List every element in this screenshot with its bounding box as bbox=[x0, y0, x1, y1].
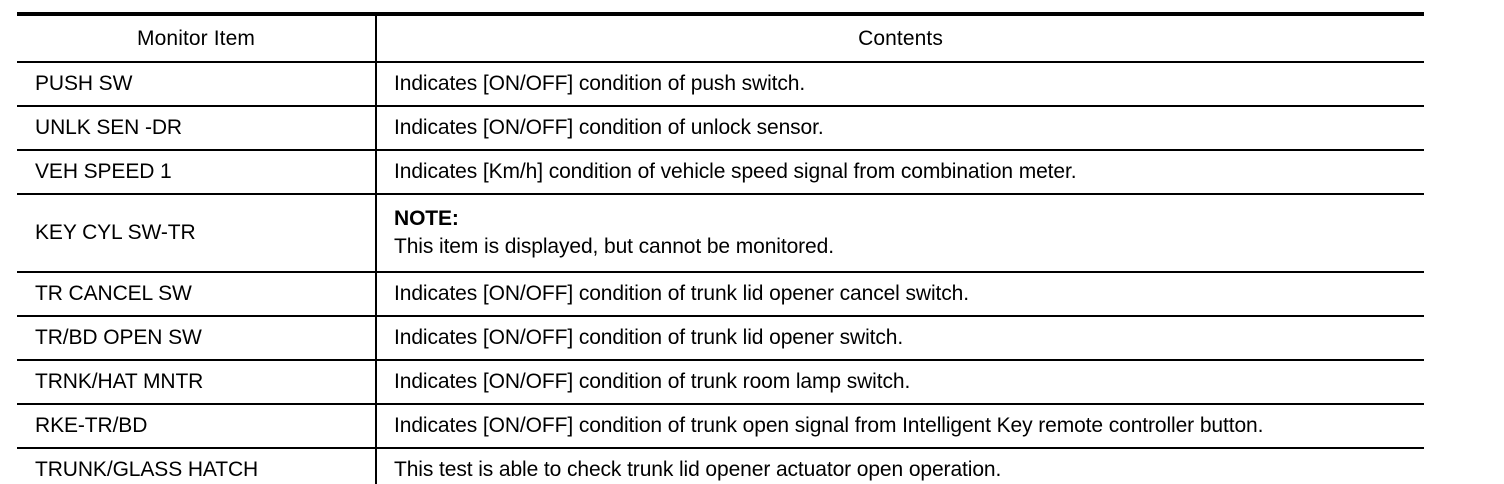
monitor-item-label: TR CANCEL SW bbox=[35, 282, 192, 305]
column-header-monitor-item: Monitor Item bbox=[17, 14, 377, 63]
monitor-item-label: PUSH SW bbox=[35, 72, 133, 95]
column-header-contents-label: Contents bbox=[858, 26, 943, 50]
note-text: This item is displayed, but cannot be mo… bbox=[394, 235, 834, 258]
contents-text: Indicates [ON/OFF] condition of trunk li… bbox=[394, 326, 904, 349]
note-block: NOTE: This item is displayed, but cannot… bbox=[394, 205, 1424, 260]
table-row: TRNK/HAT MNTR Indicates [ON/OFF] conditi… bbox=[17, 360, 1424, 405]
monitor-item-label: KEY CYL SW-TR bbox=[35, 221, 196, 244]
cell-contents: Indicates [ON/OFF] condition of trunk ro… bbox=[376, 360, 1424, 405]
contents-text: This test is able to check trunk lid ope… bbox=[394, 458, 1002, 481]
cell-monitor-item: KEY CYL SW-TR bbox=[17, 194, 377, 273]
cell-contents: Indicates [ON/OFF] condition of trunk op… bbox=[376, 404, 1424, 449]
monitor-item-label: TRNK/HAT MNTR bbox=[35, 370, 204, 393]
contents-text: Indicates [ON/OFF] condition of unlock s… bbox=[394, 116, 824, 139]
contents-text: Indicates [ON/OFF] condition of trunk ro… bbox=[394, 370, 911, 393]
column-header-contents: Contents bbox=[376, 14, 1424, 63]
monitor-item-label: VEH SPEED 1 bbox=[35, 160, 172, 183]
monitor-item-label: RKE-TR/BD bbox=[35, 414, 148, 437]
monitor-item-table-container: Monitor Item Contents PUSH SW Indicates … bbox=[17, 12, 1424, 484]
table-row: TR/BD OPEN SW Indicates [ON/OFF] conditi… bbox=[17, 316, 1424, 361]
cell-contents: Indicates [Km/h] condition of vehicle sp… bbox=[376, 150, 1424, 195]
contents-text: Indicates [Km/h] condition of vehicle sp… bbox=[394, 160, 1077, 183]
table-row: KEY CYL SW-TR NOTE: This item is display… bbox=[17, 194, 1424, 273]
table-row: UNLK SEN -DR Indicates [ON/OFF] conditio… bbox=[17, 106, 1424, 151]
note-label: NOTE: bbox=[394, 207, 459, 231]
cell-monitor-item: VEH SPEED 1 bbox=[17, 150, 377, 195]
table-body: PUSH SW Indicates [ON/OFF] condition of … bbox=[17, 62, 1424, 484]
cell-monitor-item: PUSH SW bbox=[17, 62, 377, 107]
monitor-item-label: TR/BD OPEN SW bbox=[35, 326, 202, 349]
column-header-monitor-item-label: Monitor Item bbox=[137, 26, 255, 50]
monitor-item-table: Monitor Item Contents PUSH SW Indicates … bbox=[17, 12, 1424, 484]
monitor-item-label: UNLK SEN -DR bbox=[35, 116, 182, 139]
cell-monitor-item: RKE-TR/BD bbox=[17, 404, 377, 449]
cell-contents: This test is able to check trunk lid ope… bbox=[376, 448, 1424, 484]
cell-contents: NOTE: This item is displayed, but cannot… bbox=[376, 194, 1424, 273]
cell-monitor-item: TR CANCEL SW bbox=[17, 272, 377, 317]
monitor-item-label: TRUNK/GLASS HATCH bbox=[35, 458, 259, 481]
cell-contents: Indicates [ON/OFF] condition of unlock s… bbox=[376, 106, 1424, 151]
cell-contents: Indicates [ON/OFF] condition of trunk li… bbox=[376, 316, 1424, 361]
table-header: Monitor Item Contents bbox=[17, 14, 1424, 63]
table-row: PUSH SW Indicates [ON/OFF] condition of … bbox=[17, 62, 1424, 107]
table-header-row: Monitor Item Contents bbox=[17, 14, 1424, 63]
table-row: RKE-TR/BD Indicates [ON/OFF] condition o… bbox=[17, 404, 1424, 449]
table-row: TRUNK/GLASS HATCH This test is able to c… bbox=[17, 448, 1424, 484]
contents-text: Indicates [ON/OFF] condition of push swi… bbox=[394, 72, 806, 95]
cell-monitor-item: TRUNK/GLASS HATCH bbox=[17, 448, 377, 484]
cell-monitor-item: UNLK SEN -DR bbox=[17, 106, 377, 151]
contents-text: Indicates [ON/OFF] condition of trunk li… bbox=[394, 282, 969, 305]
table-row: TR CANCEL SW Indicates [ON/OFF] conditio… bbox=[17, 272, 1424, 317]
cell-monitor-item: TRNK/HAT MNTR bbox=[17, 360, 377, 405]
contents-text: Indicates [ON/OFF] condition of trunk op… bbox=[394, 414, 1264, 437]
cell-contents: Indicates [ON/OFF] condition of trunk li… bbox=[376, 272, 1424, 317]
cell-contents: Indicates [ON/OFF] condition of push swi… bbox=[376, 62, 1424, 107]
cell-monitor-item: TR/BD OPEN SW bbox=[17, 316, 377, 361]
table-row: VEH SPEED 1 Indicates [Km/h] condition o… bbox=[17, 150, 1424, 195]
